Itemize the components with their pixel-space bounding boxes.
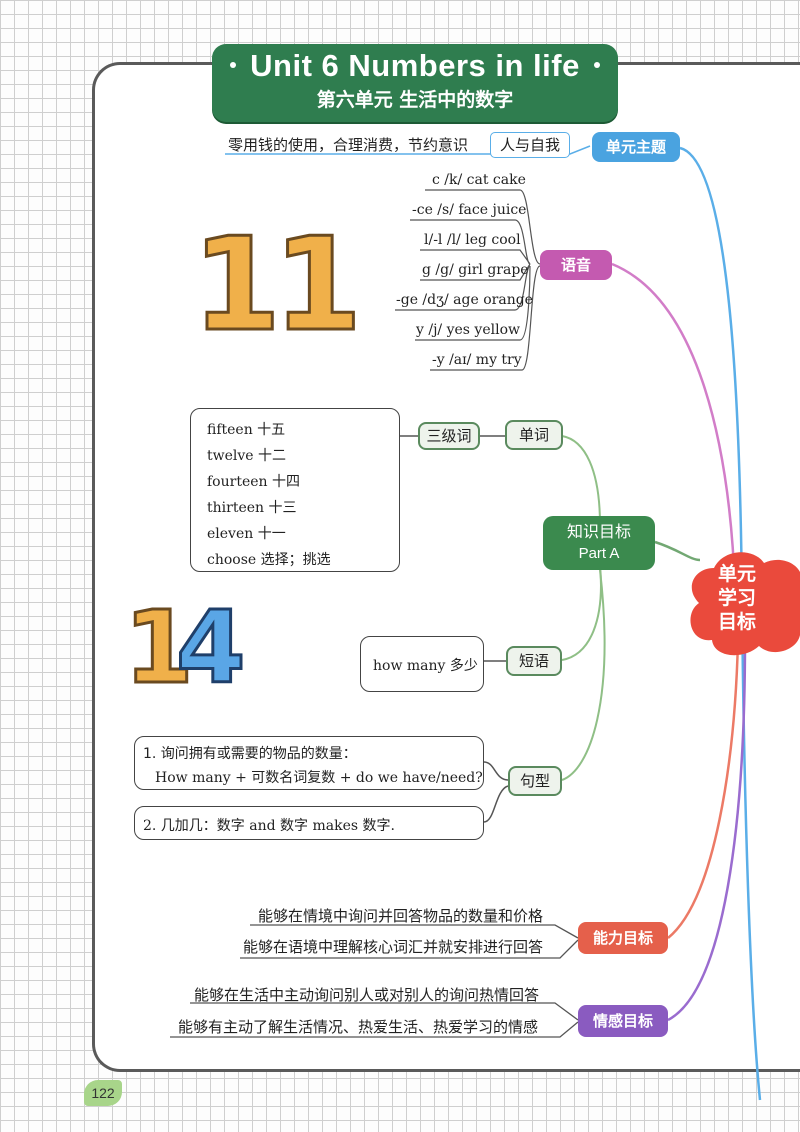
title-banner: Unit 6 Numbers in life 第六单元 生活中的数字 bbox=[212, 44, 618, 122]
phonics-item: c /k/ cat cake bbox=[432, 172, 526, 188]
phonics-item: g /g/ girl grape bbox=[422, 262, 529, 278]
center-label-line: 学习 bbox=[718, 587, 757, 609]
sentence-1-line1: 1. 询问拥有或需要的物品的数量： bbox=[143, 746, 357, 762]
word-item: thirteen 十三 bbox=[207, 500, 297, 516]
theme-label: 单元主题 bbox=[592, 132, 680, 162]
phonics-item: -ce /s/ face juice bbox=[412, 202, 527, 218]
center-label: 单元 学习 目标 bbox=[718, 562, 756, 634]
page-number: 122 bbox=[84, 1080, 122, 1106]
word-level-label: 三级词 bbox=[418, 422, 480, 450]
emotion-label: 情感目标 bbox=[578, 1005, 668, 1037]
word-item: fourteen 十四 bbox=[207, 474, 300, 490]
phrase-box: how many 多少 bbox=[360, 636, 484, 692]
center-label-line: 单元 bbox=[718, 563, 757, 585]
phonics-label: 语音 bbox=[540, 250, 612, 280]
phonics-item: l/-l /l/ leg cool bbox=[424, 232, 521, 248]
unit-title: Unit 6 Numbers in life bbox=[250, 48, 580, 83]
words-box: fifteen 十五 twelve 十二 fourteen 十四 thirtee… bbox=[190, 408, 400, 572]
phonics-item: y /j/ yes yellow bbox=[416, 322, 520, 338]
sentence-2: 2. 几加几：数字 and 数字 makes 数字. bbox=[143, 818, 395, 834]
unit-subtitle: 第六单元 生活中的数字 bbox=[316, 89, 514, 111]
banner-dot-right bbox=[594, 62, 600, 68]
word-item: twelve 十二 bbox=[207, 448, 287, 464]
sentence-box-1: 1. 询问拥有或需要的物品的数量： How many + 可数名词复数 + do… bbox=[134, 736, 484, 790]
word-item: fifteen 十五 bbox=[207, 422, 286, 438]
ability-item: 能够在语境中理解核心词汇并就安排进行回答 bbox=[243, 938, 544, 956]
knowledge-title: 知识目标 bbox=[566, 522, 631, 541]
knowledge-label: 知识目标 Part A bbox=[543, 516, 655, 570]
banner-dot-left bbox=[230, 62, 236, 68]
emotion-item: 能够在生活中主动询问别人或对别人的询问热情回答 bbox=[194, 986, 540, 1004]
word-item: eleven 十一 bbox=[207, 526, 286, 542]
phrases-label: 短语 bbox=[506, 646, 562, 676]
phonics-item: -ge /dʒ/ age orange bbox=[396, 292, 533, 308]
blue-four-illustration: 4 bbox=[175, 589, 248, 706]
center-cloud-shape bbox=[690, 552, 800, 656]
theme-tag: 人与自我 bbox=[490, 132, 570, 158]
knowledge-part: Part A bbox=[578, 545, 620, 562]
phrase-item: how many 多少 bbox=[373, 658, 478, 674]
sentence-1-line2: How many + 可数名词复数 + do we have/need? bbox=[155, 770, 483, 786]
giraffe-one-illustration: 1 bbox=[123, 589, 196, 706]
word-item: choose 选择；挑选 bbox=[207, 552, 331, 568]
ability-label: 能力目标 bbox=[578, 922, 668, 954]
words-label: 单词 bbox=[505, 420, 563, 450]
sentence-box-2: 2. 几加几：数字 and 数字 makes 数字. bbox=[134, 806, 484, 840]
ability-item: 能够在情境中询问并回答物品的数量和价格 bbox=[258, 907, 544, 925]
giraffe-eleven-illustration: 11 bbox=[190, 211, 363, 360]
theme-text: 零用钱的使用，合理消费，节约意识 bbox=[228, 136, 469, 154]
emotion-item: 能够有主动了解生活情况、热爱生活、热爱学习的情感 bbox=[178, 1018, 539, 1036]
phonics-item: -y /aɪ/ my try bbox=[432, 352, 522, 368]
center-label-line: 目标 bbox=[718, 611, 757, 633]
sentences-label: 句型 bbox=[508, 766, 562, 796]
